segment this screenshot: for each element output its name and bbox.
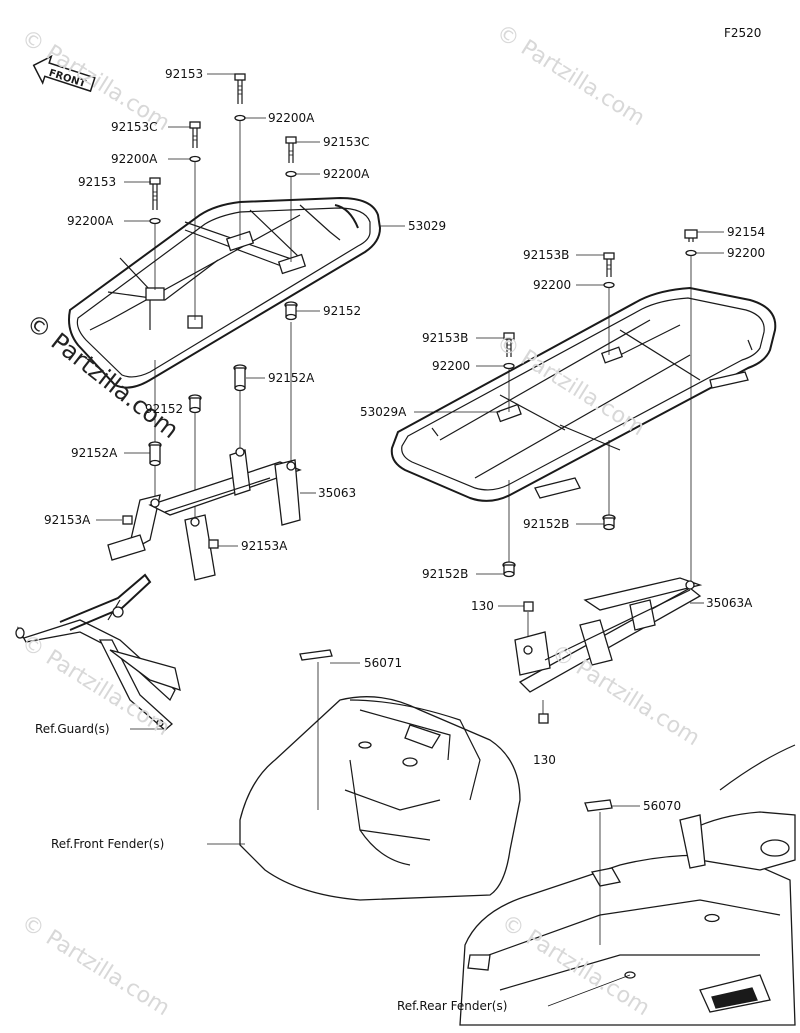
part-label: 92200 (727, 246, 766, 260)
part-label: 56070 (643, 799, 682, 813)
part-label: 130 (471, 599, 494, 613)
bolt-92153A-left (122, 515, 219, 549)
ref-guard: Ref.Guard(s) (35, 722, 110, 736)
part-label: 92153A (44, 513, 91, 527)
part-label: 92200 (432, 359, 471, 373)
bracket-35063A (514, 577, 703, 693)
part-label: 92200A (268, 111, 315, 125)
rear-carrier-53029A (390, 286, 777, 502)
part-label: 92152 (145, 402, 184, 416)
part-label: 92152A (71, 446, 118, 460)
part-label: 92200A (323, 167, 370, 181)
part-label: 92153 (78, 175, 117, 189)
part-label: 92153B (523, 248, 570, 262)
ref-front-fender: Ref.Front Fender(s) (51, 837, 165, 851)
part-label: 53029 (408, 219, 447, 233)
ref-rear-fender: Ref.Rear Fender(s) (397, 999, 508, 1013)
part-label: 92152B (523, 517, 570, 531)
label-leaders (96, 73, 724, 1007)
front-guard (15, 573, 181, 731)
front-fender (239, 649, 521, 901)
part-label: 92153C (111, 120, 158, 134)
part-label: 56071 (364, 656, 403, 670)
left-fasteners (148, 73, 298, 520)
part-label: 92154 (727, 225, 766, 239)
figure-code: F2520 (724, 26, 762, 40)
part-label: 92153 (165, 67, 204, 81)
part-label: 130 (533, 753, 556, 767)
part-label: 35063A (706, 596, 753, 610)
part-label: 92153C (323, 135, 370, 149)
bracket-35063 (107, 447, 302, 581)
part-label: 35063 (318, 486, 357, 500)
part-label: 92153A (241, 539, 288, 553)
part-label: 92152A (268, 371, 315, 385)
part-label: 92153B (422, 331, 469, 345)
part-label: 92152 (323, 304, 362, 318)
part-label: 53029A (360, 405, 407, 419)
part-label: 92200A (67, 214, 114, 228)
front-carrier-53029 (68, 196, 382, 389)
part-label: 92152B (422, 567, 469, 581)
part-label: 92200A (111, 152, 158, 166)
part-label: 92200 (533, 278, 572, 292)
rear-fender (459, 744, 796, 1026)
right-fasteners (502, 229, 698, 724)
